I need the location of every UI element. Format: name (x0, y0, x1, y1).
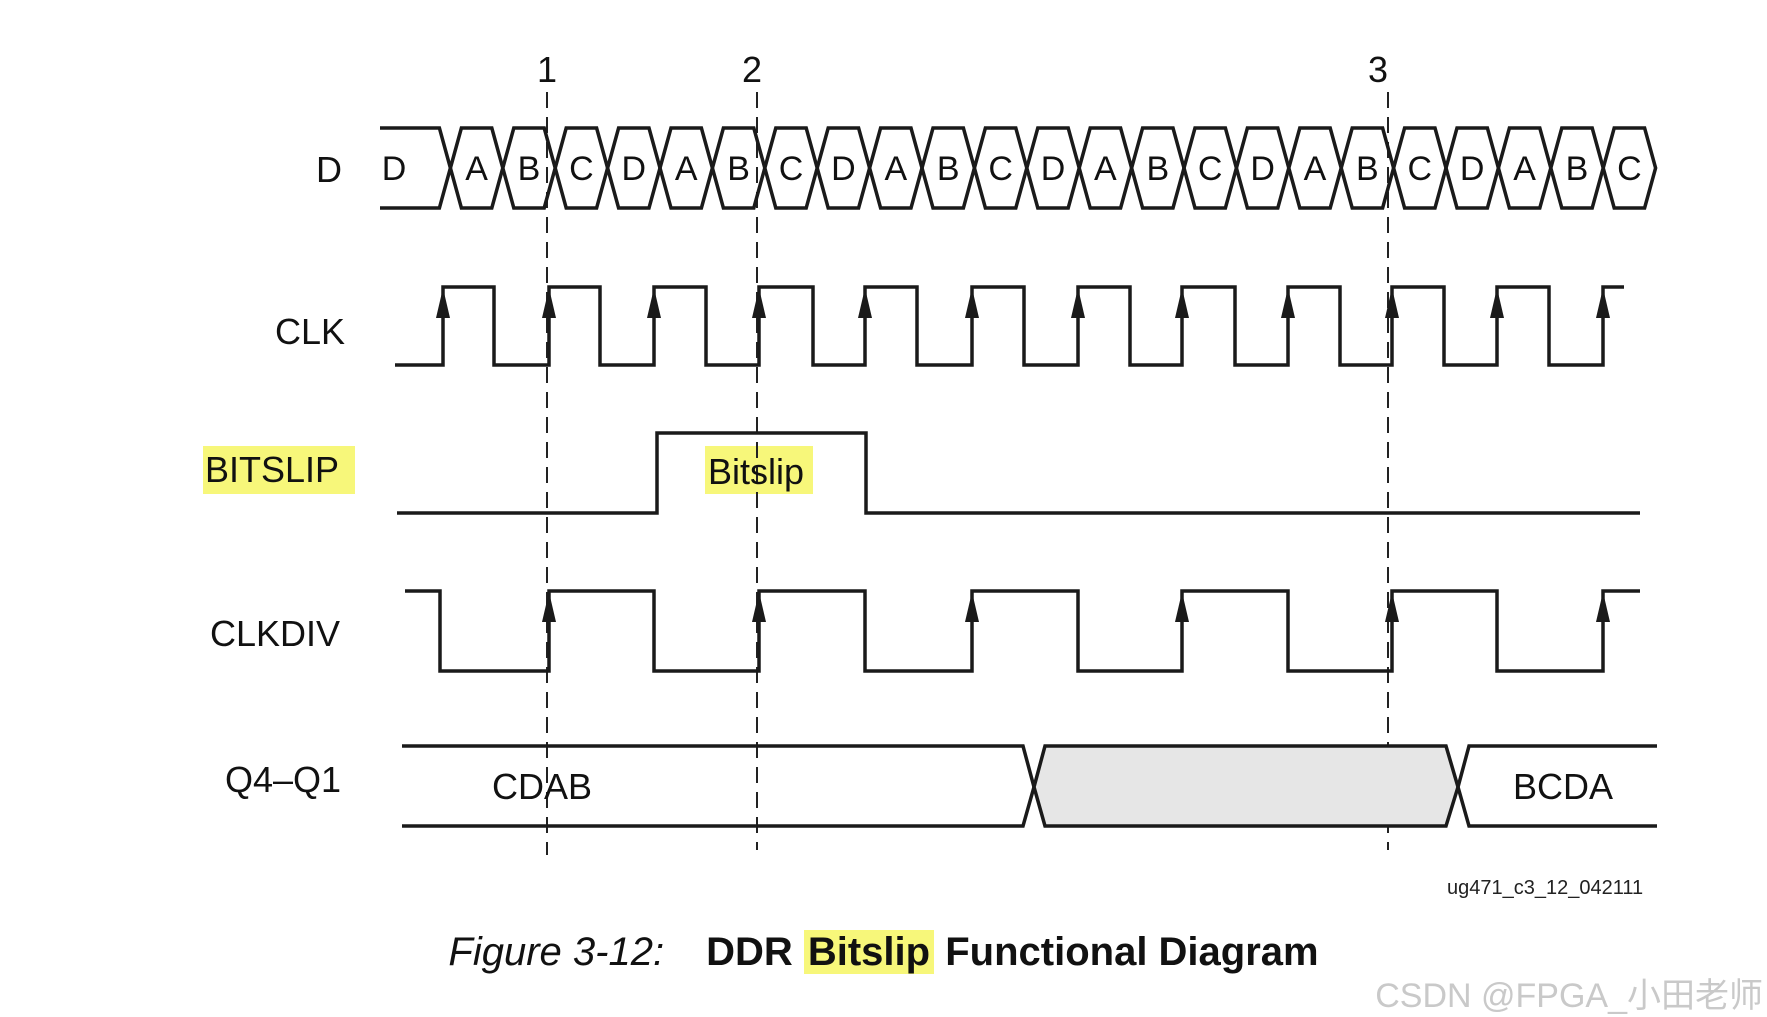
q-bus-value-after: BCDA (1513, 766, 1613, 807)
figure-caption: Figure 3-12: DDR Bitslip Functional Diagr… (0, 930, 1767, 975)
clkdiv-edge-arrow (1175, 592, 1189, 622)
clk-edge-arrow (1281, 288, 1295, 318)
d-cell-label: A (1094, 150, 1117, 188)
d-cell-label: C (569, 150, 594, 188)
signal-label-bitslip: BITSLIP (205, 449, 339, 490)
caption-pre: DDR (706, 930, 793, 974)
d-cell-shape (1601, 126, 1658, 210)
signal-label-d: D (316, 149, 342, 190)
signal-label-clkdiv: CLKDIV (210, 613, 340, 654)
clk-edge-arrow (965, 288, 979, 318)
d-cell-label: D (1460, 150, 1485, 188)
d-cell-label: B (1356, 150, 1379, 188)
caption-highlight: Bitslip (803, 930, 935, 974)
caption-post: Functional Diagram (945, 930, 1319, 974)
q-bus-invalid-region (1032, 744, 1460, 828)
d-cell-label: C (1408, 150, 1433, 188)
clkdiv-waveform (405, 589, 1640, 673)
clk-edge-arrow (1596, 288, 1610, 318)
d-cell-label: B (518, 150, 541, 188)
d-cell-label: B (937, 150, 960, 188)
bitslip-pulse-label: Bitslip (708, 451, 804, 492)
d-cell-label: B (1566, 150, 1589, 188)
d-cell-label: D (1041, 150, 1066, 188)
marker-1-label: 1 (537, 49, 557, 90)
d-cell-label: A (1513, 150, 1536, 188)
bitslip-label-highlight (203, 446, 355, 494)
clk-edge-arrow (1385, 288, 1399, 318)
d-cell-label: A (675, 150, 698, 188)
bitslip-waveform (397, 431, 1640, 515)
clkdiv-edge-arrow (752, 592, 766, 622)
clkdiv-edge-arrow (542, 592, 556, 622)
d-cell-label: D (622, 150, 647, 188)
d-cell-label: C (988, 150, 1013, 188)
marker-3-label: 3 (1368, 49, 1388, 90)
caption-prefix: Figure 3-12: (448, 930, 665, 974)
d-cell-label: C (779, 150, 804, 188)
clk-edge-arrow (647, 288, 661, 318)
signal-label-q: Q4–Q1 (225, 759, 341, 800)
clk-edge-arrow (1071, 288, 1085, 318)
d-cell-label: A (465, 150, 488, 188)
watermark: CSDN @FPGA_小田老师 (1375, 977, 1763, 1015)
clk-edge-arrow (1175, 288, 1189, 318)
marker-2-label: 2 (742, 49, 762, 90)
clk-edge-arrow (752, 288, 766, 318)
d-cell-label: D (382, 150, 407, 188)
clk-rising-edge-arrows (436, 288, 1610, 318)
q-bus-value-before: CDAB (492, 766, 592, 807)
clkdiv-edge-arrow (965, 592, 979, 622)
d-cell-label: A (1304, 150, 1327, 188)
d-cell-label: C (1617, 150, 1642, 188)
clk-edge-arrow (542, 288, 556, 318)
signal-label-clk: CLK (275, 311, 345, 352)
d-cell-label: D (831, 150, 856, 188)
clkdiv-edge-arrow (1596, 592, 1610, 622)
d-cell-label: C (1198, 150, 1223, 188)
clk-edge-arrow (858, 288, 872, 318)
clkdiv-rising-edge-arrows (542, 592, 1610, 622)
d-cell-label: B (1146, 150, 1169, 188)
q-bus-segment-after (1456, 744, 1657, 828)
clk-edge-arrow (1490, 288, 1504, 318)
d-cell-label: D (1250, 150, 1275, 188)
clk-waveform (395, 285, 1624, 367)
clkdiv-edge-arrow (1385, 592, 1399, 622)
clk-edge-arrow (436, 288, 450, 318)
figure-id: ug471_c3_12_042111 (1447, 877, 1643, 899)
d-cell-label: A (884, 150, 907, 188)
d-cell-label: B (727, 150, 750, 188)
bitslip-pulse-highlight (705, 446, 813, 494)
